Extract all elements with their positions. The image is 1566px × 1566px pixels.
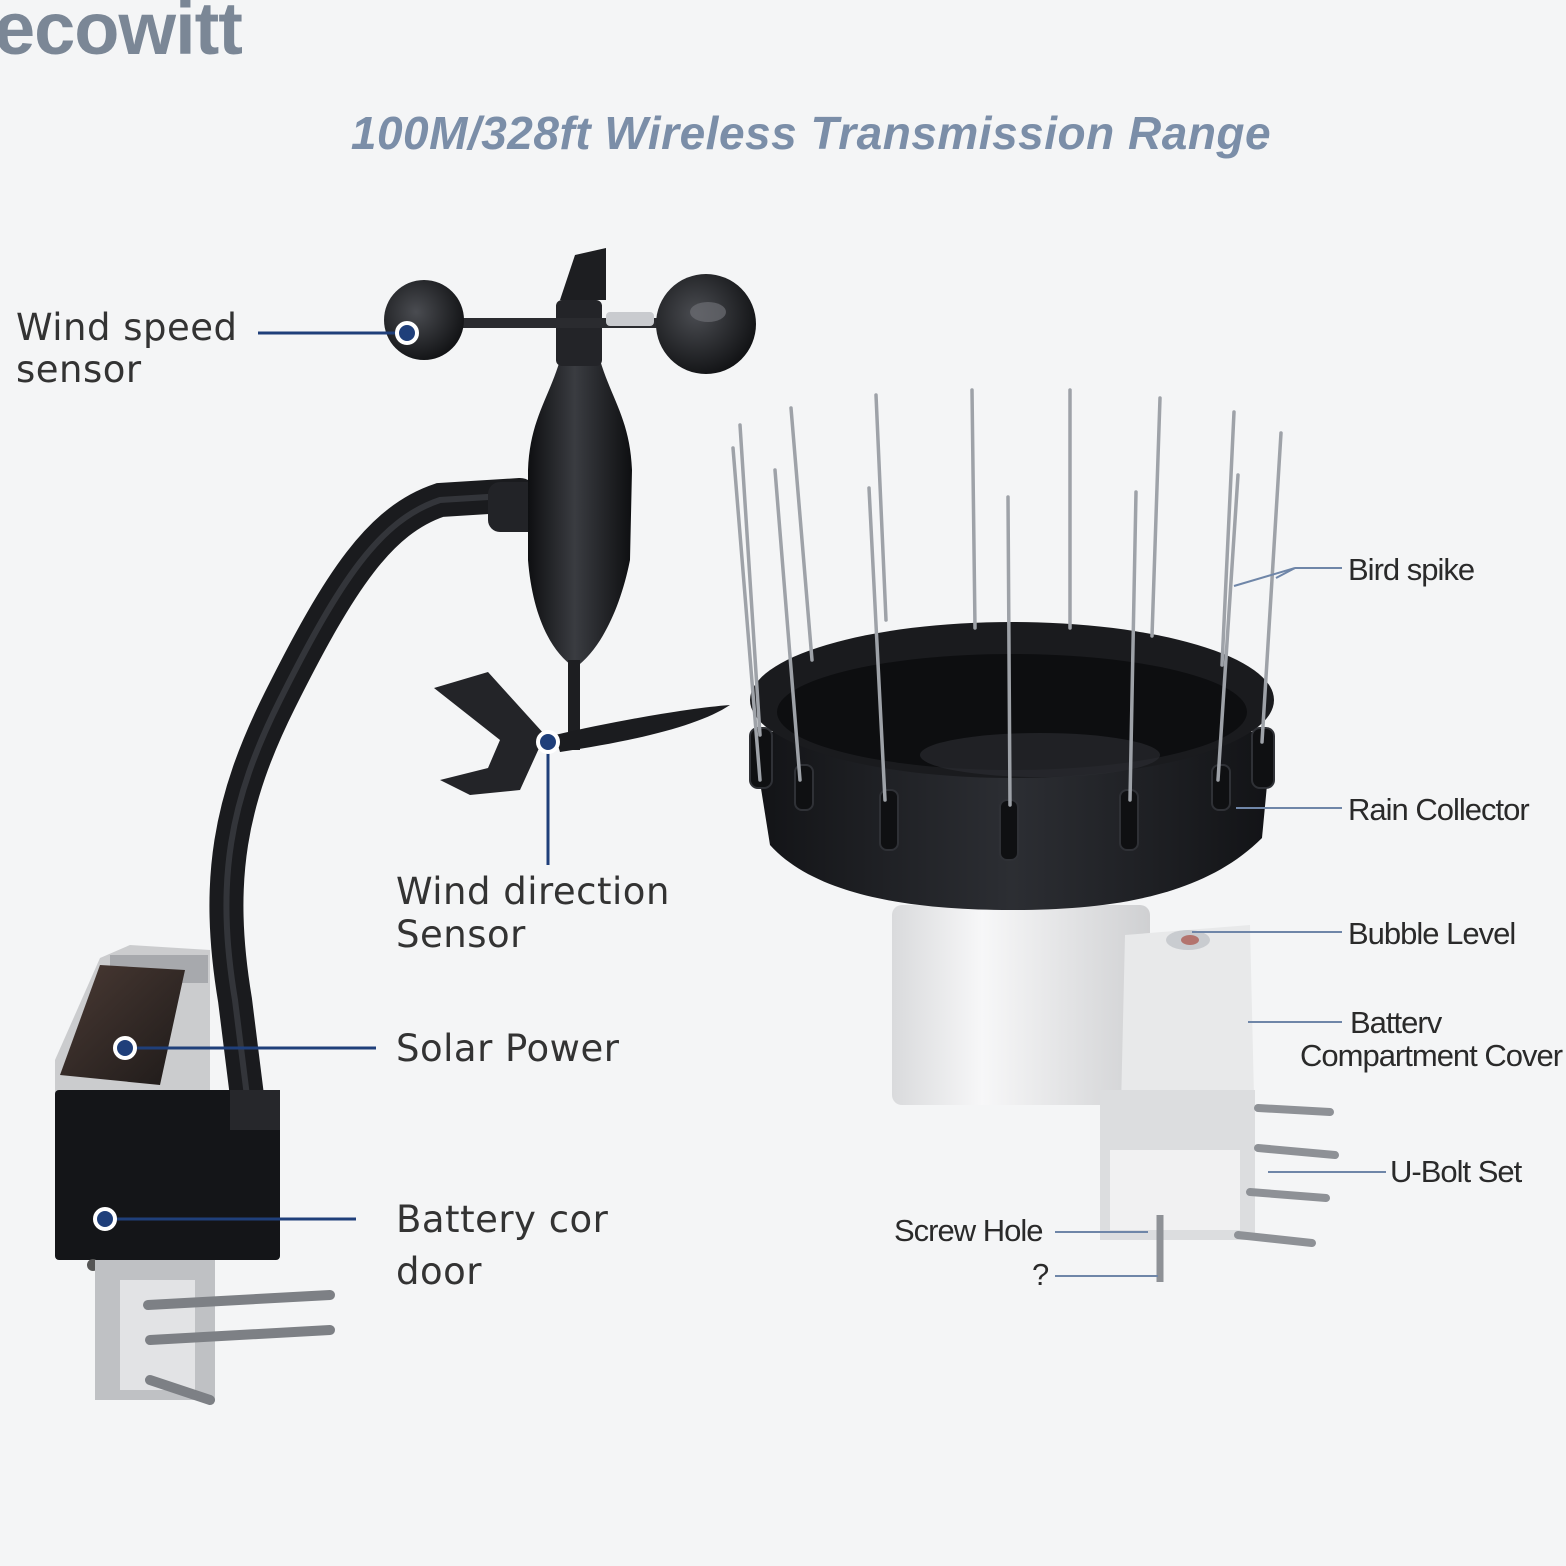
label-rain-collector: Rain Collector — [1348, 792, 1530, 827]
callout-dots — [93, 321, 560, 1231]
label-wind-speed-line2: sensor — [16, 348, 142, 391]
label-battery-cover-line1: Batterv — [1350, 1005, 1442, 1040]
label-solar-power: Solar Power — [396, 1027, 620, 1070]
label-screw-hole: Screw Hole — [894, 1213, 1043, 1248]
label-unknown: ? — [1032, 1257, 1049, 1292]
headline: 100M/328ft Wireless Transmission Range — [350, 107, 1272, 159]
label-battery-door-line1: Battery cor — [396, 1198, 608, 1241]
label-u-bolt-set: U-Bolt Set — [1390, 1154, 1522, 1189]
label-bird-spike: Bird spike — [1348, 552, 1475, 587]
label-bubble-level: Bubble Level — [1348, 916, 1516, 951]
wind-cup — [384, 280, 464, 360]
u-bolts — [1234, 1104, 1339, 1247]
sensor-body — [528, 360, 632, 668]
label-wind-direction-line2: Sensor — [396, 913, 526, 956]
label-wind-direction-line1: Wind direction — [396, 870, 670, 913]
label-battery-door-line2: door — [396, 1250, 482, 1293]
label-wind-speed-line1: Wind speed — [16, 306, 238, 349]
bird-spikes — [731, 388, 1283, 807]
wind-cup — [656, 274, 756, 374]
vane-fin — [434, 672, 545, 795]
rain-gauge — [731, 388, 1339, 1282]
label-battery-cover-line2: Compartment Cover — [1300, 1039, 1563, 1073]
callout-lines-left — [105, 331, 550, 1221]
solar-panel — [60, 965, 185, 1085]
callout-lines-right — [1055, 567, 1386, 1277]
brand-logo: ecowitt — [0, 0, 243, 70]
vane-tail — [555, 705, 730, 752]
gauge-body — [892, 905, 1150, 1105]
